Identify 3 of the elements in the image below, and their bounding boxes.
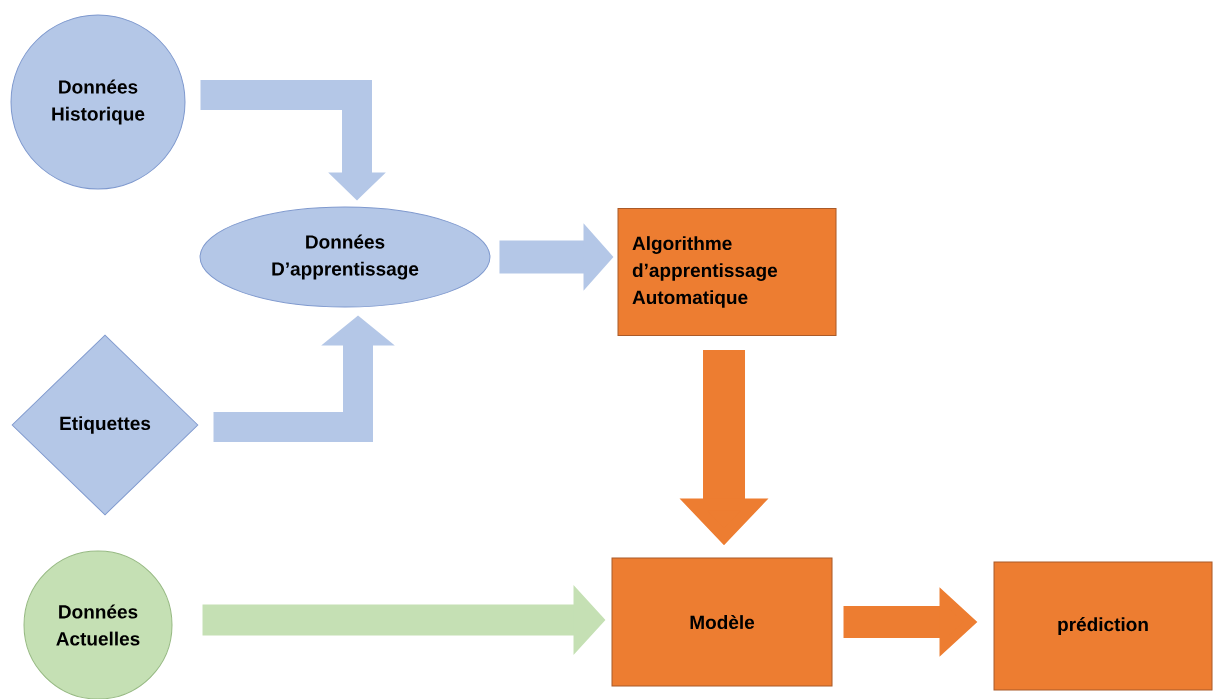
model-box: Modèle	[611, 557, 833, 687]
result-box: prédiction	[993, 561, 1213, 691]
process-box: Algorithme d’apprentissage Automatique	[617, 208, 837, 336]
